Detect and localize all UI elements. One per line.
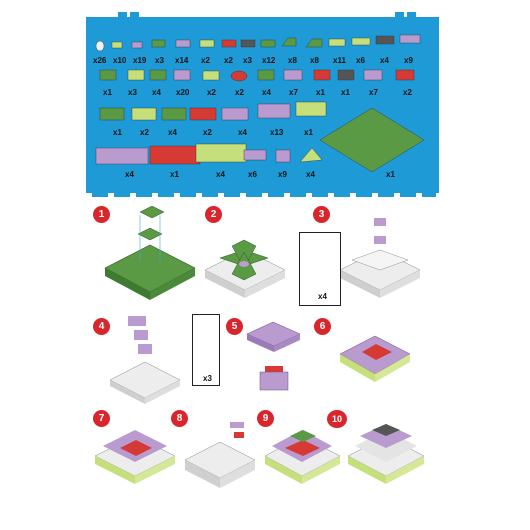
step-number-badge: 2 — [205, 206, 222, 223]
part-count: x1 — [304, 128, 313, 137]
part-count: x7 — [289, 88, 298, 97]
step-number-badge: 6 — [314, 318, 331, 335]
part-count: x13 — [270, 128, 284, 137]
step-number-badge: 5 — [226, 318, 243, 335]
part-count: x12 — [262, 56, 276, 65]
part-count: x4 — [380, 56, 389, 65]
step1-model — [104, 205, 196, 300]
part-1x4-purple — [399, 34, 421, 44]
step2-inset-frame — [299, 232, 341, 306]
part-count: x9 — [278, 170, 287, 179]
step9-model — [264, 430, 341, 484]
part-1x2-gray — [240, 39, 256, 48]
part-count: x8 — [288, 56, 297, 65]
part-1x3-lightgreen — [328, 38, 346, 47]
part-count: x2 — [224, 56, 233, 65]
part-1x2-green — [260, 39, 276, 48]
part-slope-green-3 — [305, 38, 323, 48]
part-count: x2 — [203, 128, 212, 137]
step-number-badge: 7 — [93, 410, 110, 427]
part-count: x4 — [152, 88, 161, 97]
step8-model — [184, 422, 256, 488]
part-count: x19 — [133, 56, 147, 65]
step2-model — [204, 239, 286, 298]
part-1x2-lightgreen — [199, 39, 215, 48]
part-count: x2 — [235, 88, 244, 97]
part-count: x1 — [386, 170, 395, 179]
part-count: x2 — [403, 88, 412, 97]
step-number-badge: 8 — [171, 410, 188, 427]
part-count: x3 — [155, 56, 164, 65]
part-count: x20 — [176, 88, 190, 97]
step7-model — [94, 430, 176, 484]
step-number-badge: 1 — [93, 206, 110, 223]
part-count: x1 — [170, 170, 179, 179]
step-number-badge: 10 — [327, 410, 347, 428]
part-count: x3 — [243, 56, 252, 65]
part-count: x2 — [140, 128, 149, 137]
part-count: x4 — [238, 128, 247, 137]
part-count: x4 — [306, 170, 315, 179]
part-count: x1 — [316, 88, 325, 97]
part-count: x6 — [356, 56, 365, 65]
part-slope-green — [151, 39, 166, 48]
part-1x3-gray — [375, 35, 395, 45]
step5-model — [246, 321, 301, 391]
step4-model — [109, 316, 181, 404]
part-count: x4 — [216, 170, 225, 179]
part-count: x3 — [128, 88, 137, 97]
step4-inset-frame — [192, 314, 220, 386]
part-count: x1 — [113, 128, 122, 137]
step-number-badge: 3 — [313, 206, 330, 223]
part-count: x26 — [93, 56, 107, 65]
step2-inset-count: x4 — [318, 292, 327, 301]
part-count: x1 — [103, 88, 112, 97]
part-count: x6 — [248, 170, 257, 179]
part-count: x2 — [201, 56, 210, 65]
part-count: x11 — [333, 56, 346, 65]
step6-model — [339, 335, 411, 382]
part-count: x7 — [369, 88, 378, 97]
step4-inset-count: x3 — [203, 374, 212, 383]
step-number-badge: 9 — [257, 410, 274, 427]
part-count: x4 — [168, 128, 177, 137]
part-count: x1 — [341, 88, 350, 97]
part-1x2-red — [221, 39, 237, 48]
part-count: x4 — [125, 170, 134, 179]
part-count: x2 — [207, 88, 216, 97]
part-count: x14 — [175, 56, 189, 65]
step3-model — [339, 218, 421, 298]
part-count: x9 — [404, 56, 413, 65]
part-count: x10 — [113, 56, 127, 65]
step10-model — [347, 424, 425, 484]
part-count: x8 — [310, 56, 319, 65]
part-1x2-purple — [175, 39, 191, 48]
part-slope-green-2 — [281, 37, 297, 47]
part-round-white — [95, 40, 105, 52]
part-1x3-lightgreen-2 — [351, 37, 371, 46]
part-1x1-purple — [131, 41, 143, 49]
step-number-badge: 4 — [93, 318, 110, 335]
part-count: x4 — [262, 88, 271, 97]
part-1x1-lightgreen — [111, 41, 123, 49]
